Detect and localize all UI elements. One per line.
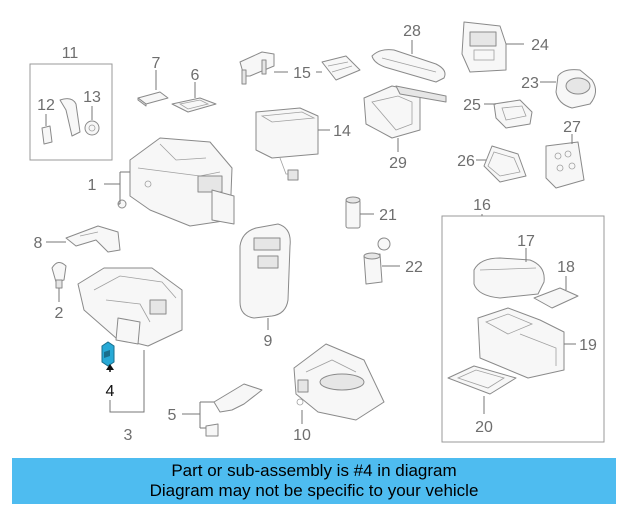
part-13[interactable] (84, 120, 100, 136)
part-12[interactable] (41, 98, 81, 145)
callout-25: 25 (463, 97, 481, 114)
callout-1: 1 (88, 177, 97, 194)
part-15-clip[interactable] (321, 55, 361, 81)
callout-18: 18 (557, 259, 575, 276)
callout-22: 22 (405, 259, 423, 276)
part-18[interactable] (533, 276, 579, 309)
callout-27: 27 (563, 119, 581, 136)
part-2[interactable] (51, 262, 67, 302)
callout-16: 16 (473, 197, 491, 214)
part-6[interactable] (171, 82, 217, 113)
callout-29: 29 (389, 155, 407, 172)
part-23[interactable] (540, 69, 596, 109)
part-17[interactable] (473, 248, 545, 299)
part-4-highlighted[interactable] (101, 341, 115, 372)
part-19[interactable] (477, 307, 576, 379)
part-8[interactable] (46, 225, 121, 253)
callout-24: 24 (531, 37, 549, 54)
callout-labels: 11 12 13 7 6 1 8 2 4 3 5 9 10 15 14 28 2… (34, 23, 597, 444)
callout-23: 23 (521, 75, 539, 92)
callout-8: 8 (34, 235, 43, 252)
part-10[interactable] (293, 343, 385, 424)
callout-11: 11 (62, 45, 79, 62)
part-7[interactable] (137, 70, 169, 107)
banner-line-2: Diagram may not be specific to your vehi… (149, 481, 479, 500)
callout-13: 13 (83, 89, 101, 106)
callout-10: 10 (293, 427, 311, 444)
part-26[interactable] (476, 145, 527, 183)
part-3[interactable] (77, 267, 183, 413)
info-banner: Part or sub-assembly is #4 in diagram Di… (12, 458, 616, 504)
part-group-11 (29, 63, 113, 161)
callout-19: 19 (579, 337, 597, 354)
part-24[interactable] (461, 21, 524, 73)
part-22[interactable] (363, 237, 400, 285)
banner-line-1: Part or sub-assembly is #4 in diagram (171, 461, 457, 480)
callout-4: 4 (106, 383, 115, 400)
callout-9: 9 (264, 333, 273, 350)
part-14[interactable] (255, 107, 330, 181)
callout-17: 17 (517, 233, 535, 250)
callout-20: 20 (475, 419, 493, 436)
part-5[interactable] (182, 383, 263, 437)
callout-21: 21 (379, 207, 397, 224)
callout-2: 2 (55, 305, 64, 322)
callout-3: 3 (124, 427, 133, 444)
part-27[interactable] (545, 134, 585, 189)
part-group-16 (441, 214, 605, 443)
parts-diagram: 11 12 13 7 6 1 8 2 4 3 5 9 10 15 14 28 2… (29, 21, 605, 444)
callout-5: 5 (168, 407, 177, 424)
part-1[interactable] (104, 137, 235, 227)
part-28[interactable] (371, 40, 446, 83)
callout-7: 7 (152, 55, 161, 72)
callout-26: 26 (457, 153, 475, 170)
callout-14: 14 (333, 123, 351, 140)
callout-6: 6 (191, 67, 200, 84)
part-9[interactable] (239, 223, 291, 330)
part-20[interactable] (447, 365, 517, 414)
part-21[interactable] (345, 196, 374, 229)
callout-28: 28 (403, 23, 421, 40)
callout-12: 12 (37, 97, 55, 114)
callout-15: 15 (293, 65, 311, 82)
part-15[interactable] (239, 51, 322, 85)
part-25[interactable] (484, 99, 533, 129)
part-29[interactable] (363, 85, 447, 152)
